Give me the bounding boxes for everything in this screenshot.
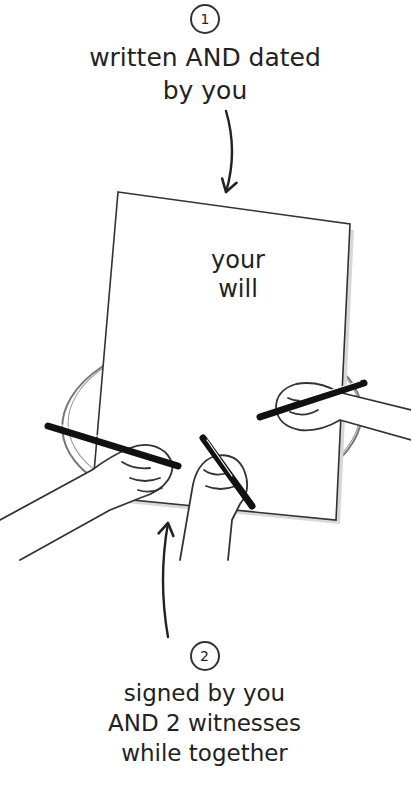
arrow-line — [163, 523, 168, 637]
callout-number: 1 — [190, 4, 220, 34]
arrow-connector — [222, 111, 236, 192]
document-title: your will — [198, 246, 278, 304]
callout-number: 2 — [190, 641, 220, 671]
left-fingers — [122, 462, 162, 492]
middle-hand — [180, 455, 247, 560]
arrow-head — [159, 523, 174, 536]
arrow-connector — [159, 523, 174, 637]
left-pen-shine — [52, 422, 120, 443]
left-hand — [0, 445, 172, 560]
right-pen — [260, 383, 364, 417]
callout-text: signed by you AND 2 witnesses while toge… — [102, 679, 307, 769]
callout-group: 2 signed by you AND 2 witnesses while tog… — [102, 641, 307, 769]
arrow-line — [226, 111, 232, 192]
arrow-head — [222, 179, 236, 192]
middle-pen-shine — [207, 440, 232, 476]
callout-text: written AND dated by you — [80, 42, 330, 107]
right-pen-shine — [300, 381, 360, 400]
middle-pen — [203, 438, 252, 506]
left-pen — [48, 426, 178, 466]
callout-group: 1 written AND dated by you — [80, 4, 330, 107]
